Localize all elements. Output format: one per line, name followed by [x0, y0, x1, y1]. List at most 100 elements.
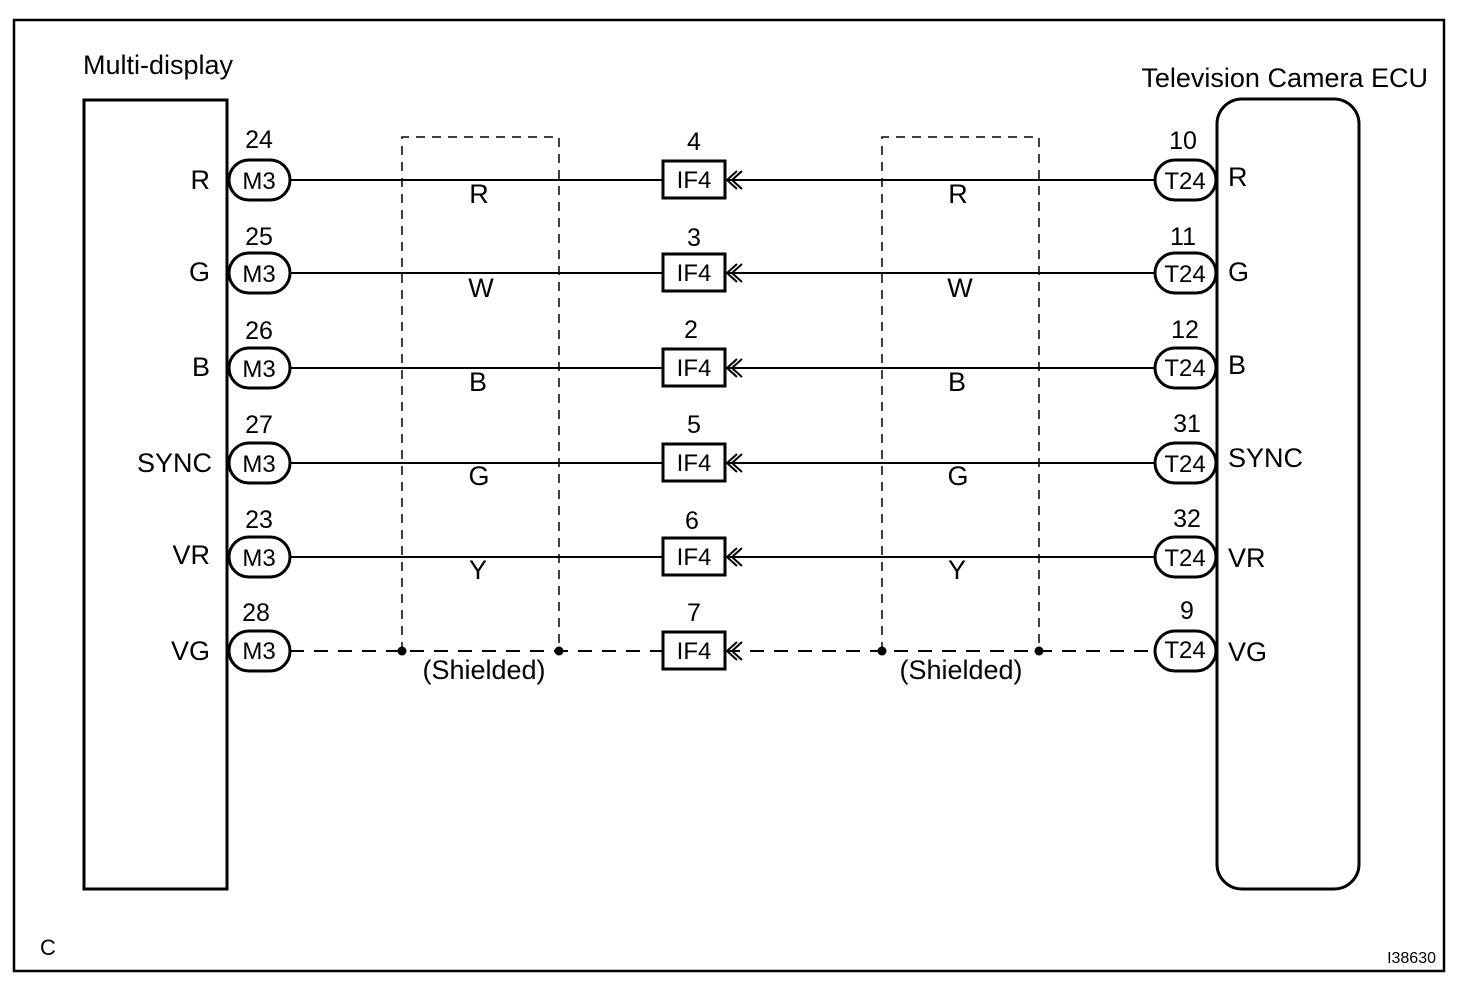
- left-connector-code: M3: [242, 638, 275, 665]
- left-connector-shape: [227, 158, 292, 202]
- wire-color-label: W: [947, 273, 973, 303]
- left-connector-code: M3: [242, 356, 275, 383]
- connector-chevron-icon: [725, 547, 743, 567]
- wire-color-label: Y: [948, 555, 966, 585]
- junction-connector-code: IF4: [677, 638, 712, 665]
- junction-connector-code: IF4: [677, 260, 712, 287]
- left-signal-label: B: [192, 352, 210, 382]
- right-pin-number: 32: [1173, 505, 1201, 533]
- corner-code: C: [40, 935, 56, 960]
- wire-color-label: R: [469, 179, 489, 209]
- junction-connector-shape: [661, 347, 727, 388]
- connector-chevron-icon: [725, 641, 743, 661]
- wire-color-label: G: [947, 461, 968, 491]
- junction-pin-number: 6: [685, 507, 699, 535]
- left-signal-label: VG: [171, 636, 210, 666]
- right-connector-code: T24: [1164, 168, 1205, 195]
- connector-chevron-icon: [725, 358, 743, 378]
- left-connector-shape: [227, 441, 292, 485]
- junction-connector-shape: [661, 630, 727, 671]
- right-connector-shape: [1153, 441, 1218, 485]
- right-signal-label: R: [1228, 162, 1248, 192]
- right-pin-number: 10: [1169, 127, 1197, 155]
- junction-connector-shape: [661, 159, 727, 200]
- right-connector-shape: [1153, 251, 1218, 295]
- connector-chevron-icon: [725, 263, 743, 283]
- left-pin-number: 28: [242, 599, 270, 627]
- junction-connector-shape: [661, 536, 727, 577]
- left-signal-label: R: [191, 165, 211, 195]
- left-pin-number: 24: [245, 126, 273, 154]
- multi-display-label: Multi-display: [83, 50, 234, 80]
- shield-junction-dot: [397, 646, 407, 656]
- right-connector-shape: [1153, 629, 1218, 673]
- right-pin-number: 11: [1170, 223, 1196, 251]
- circuit-row: R 24 M3 4 IF4 R R 10 T24 R: [191, 126, 1248, 209]
- right-signal-label: SYNC: [1228, 443, 1303, 473]
- left-connector-code: M3: [242, 451, 275, 478]
- left-connector-code: M3: [242, 545, 275, 572]
- wire-color-label: B: [469, 367, 487, 397]
- right-pin-number: 9: [1180, 597, 1194, 625]
- right-connector-shape: [1153, 346, 1218, 390]
- circuit-row: B 26 M3 2 IF4 B B 12 T24 B: [192, 316, 1246, 397]
- right-signal-label: B: [1228, 350, 1246, 380]
- shield-enclosure-left: [401, 136, 560, 651]
- circuit-row: VR 23 M3 6 IF4 Y Y 32 T24 VR: [172, 505, 1265, 585]
- right-connector-code: T24: [1164, 451, 1205, 478]
- left-connector-shape: [227, 251, 292, 295]
- junction-pin-number: 5: [687, 411, 701, 439]
- figure-id: I38630: [1387, 950, 1436, 967]
- right-connector-code: T24: [1164, 355, 1205, 382]
- right-pin-number: 12: [1171, 316, 1199, 344]
- junction-connector-code: IF4: [677, 167, 712, 194]
- right-pin-number: 31: [1173, 410, 1201, 438]
- multi-display-body: [82, 98, 229, 891]
- wire-color-label: R: [948, 179, 968, 209]
- left-connector-code: M3: [242, 261, 275, 288]
- shield-label-left: (Shielded): [422, 655, 545, 685]
- left-connector-code: M3: [242, 168, 275, 195]
- junction-connector-shape: [661, 252, 727, 293]
- wire-color-label: W: [468, 273, 494, 303]
- wire-color-label: Y: [469, 555, 487, 585]
- circuit-row: SYNC 27 M3 5 IF4 G G 31 T24 SYNC: [137, 410, 1303, 491]
- junction-pin-number: 4: [687, 128, 701, 156]
- junction-connector-code: IF4: [677, 544, 712, 571]
- shield-enclosure-right: [881, 136, 1040, 651]
- left-pin-number: 25: [245, 223, 273, 251]
- left-signal-label: VR: [172, 540, 210, 570]
- junction-connector-shape: [661, 442, 727, 483]
- right-connector-shape: [1153, 535, 1218, 579]
- left-pin-number: 26: [245, 317, 273, 345]
- right-connector-code: T24: [1164, 261, 1205, 288]
- left-signal-label: G: [189, 257, 210, 287]
- right-signal-label: VR: [1228, 543, 1266, 573]
- connector-chevron-icon: [725, 170, 743, 190]
- junction-connector-code: IF4: [677, 355, 712, 382]
- right-connector-shape: [1153, 158, 1218, 202]
- left-signal-label: SYNC: [137, 448, 212, 478]
- right-connector-code: T24: [1164, 637, 1205, 664]
- circuit-row-shielded: VG 28 M3 7 IF4 9 T24 VG: [171, 597, 1267, 673]
- diagram-frame: [12, 18, 1446, 973]
- connector-chevron-icon: [725, 453, 743, 473]
- shield-label-right: (Shielded): [899, 655, 1022, 685]
- junction-pin-number: 7: [687, 599, 701, 627]
- circuit-row: G 25 M3 3 IF4 W W 11 T24 G: [189, 223, 1249, 303]
- right-signal-label: VG: [1228, 637, 1267, 667]
- television-camera-ecu-label: Television Camera ECU: [1141, 63, 1428, 93]
- left-pin-number: 27: [245, 411, 273, 439]
- left-pin-number: 23: [245, 506, 273, 534]
- television-camera-ecu-body: [1215, 97, 1361, 891]
- wire-color-label: B: [948, 367, 966, 397]
- left-connector-shape: [227, 535, 292, 579]
- left-connector-shape: [227, 629, 292, 673]
- wire-color-label: G: [468, 461, 489, 491]
- right-signal-label: G: [1228, 257, 1249, 287]
- junction-connector-code: IF4: [677, 450, 712, 477]
- left-connector-shape: [227, 346, 292, 390]
- junction-pin-number: 2: [684, 316, 698, 344]
- junction-pin-number: 3: [687, 224, 701, 252]
